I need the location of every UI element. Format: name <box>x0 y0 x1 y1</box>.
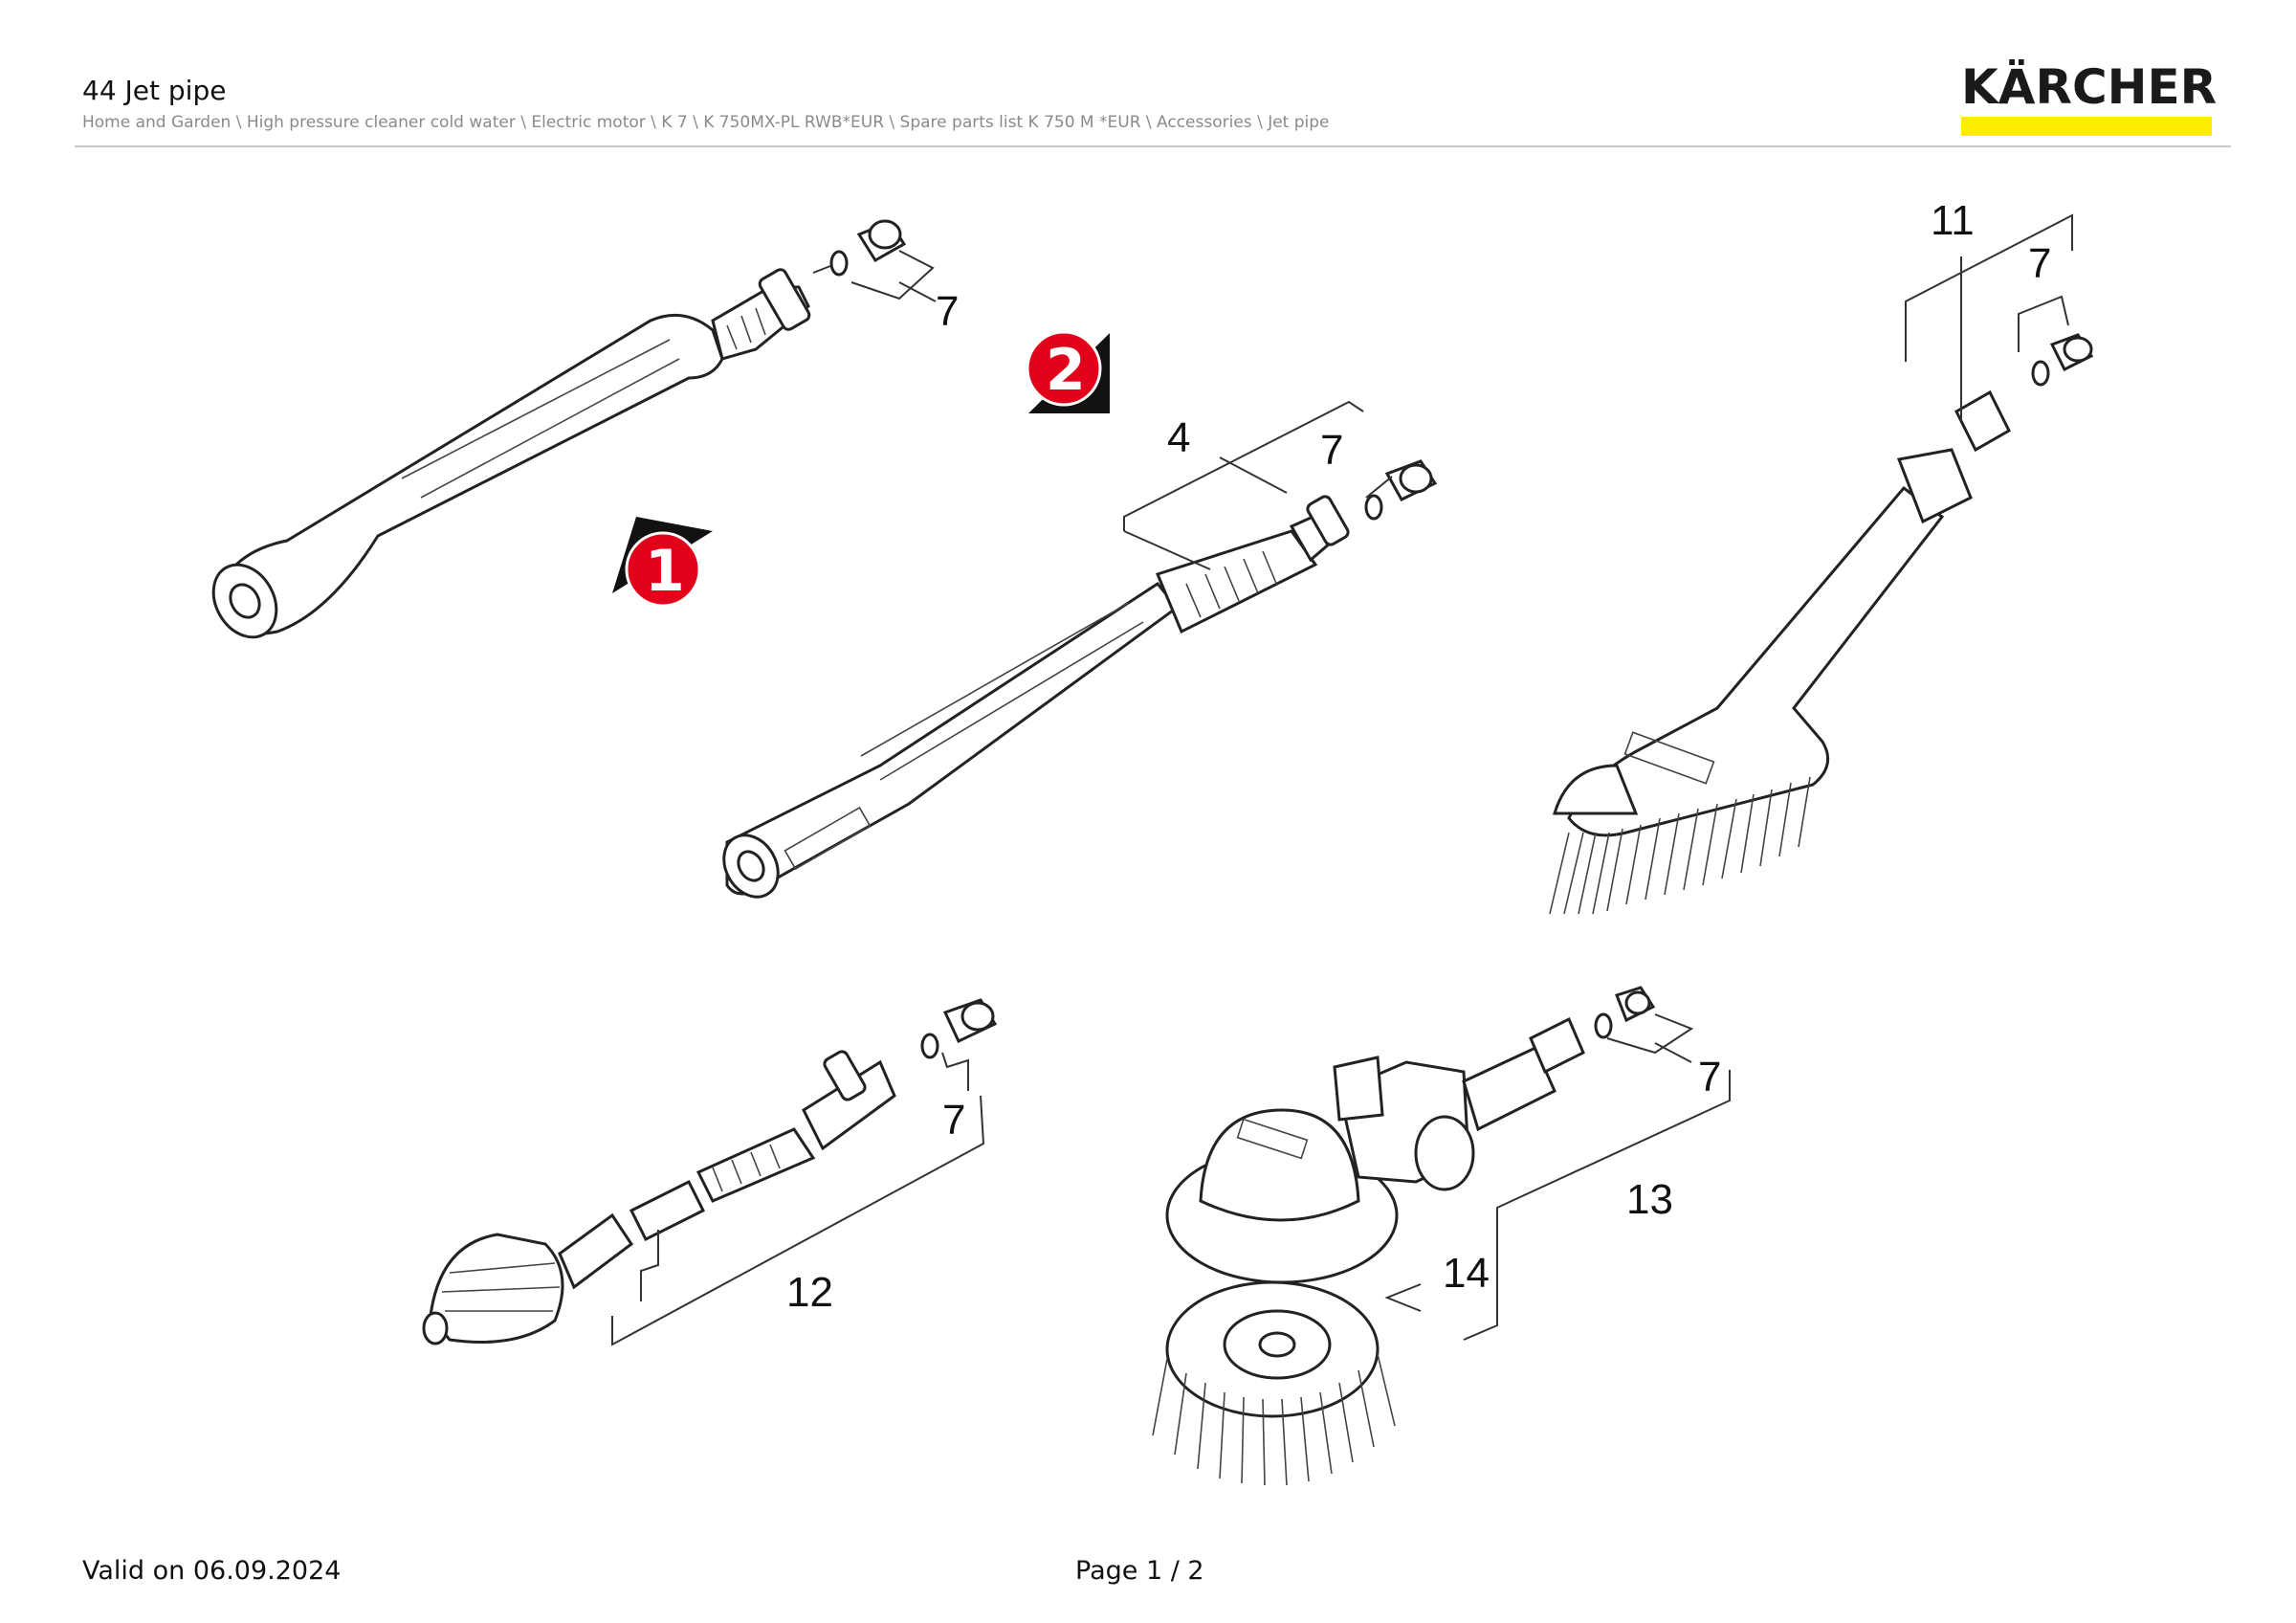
o-ring-nozzle-1 <box>812 219 907 277</box>
leader-7b <box>1365 476 1393 499</box>
logo-yellow-bar <box>1961 117 2212 136</box>
valid-date: Valid on 06.09.2024 <box>82 1556 342 1586</box>
callout-7d: 7 <box>942 1097 965 1144</box>
callout-7b: 7 <box>1320 427 1343 474</box>
o-ring-nozzle-4 <box>1364 459 1438 521</box>
callout-13: 13 <box>1626 1176 1673 1223</box>
leader-7e-tail <box>1654 1042 1692 1063</box>
callout-11: 11 <box>1931 197 1975 244</box>
leader-7c <box>2018 295 2069 352</box>
leader-7d <box>941 1052 969 1091</box>
page-title: 44 Jet pipe <box>82 75 227 106</box>
round-brush-head-14 <box>1152 1280 1396 1486</box>
leader-4-a <box>1123 530 1211 570</box>
variant-badge-1: 1 <box>612 517 713 608</box>
logo-text: KÄRCHER <box>1961 59 2218 115</box>
callout-7a: 7 <box>936 288 959 335</box>
leader-14 <box>1384 1283 1422 1312</box>
callout-7c: 7 <box>2028 240 2051 287</box>
o-ring-nozzle-11 <box>2031 333 2094 387</box>
leader-11 <box>1905 213 2073 362</box>
leader-4-b <box>1219 456 1288 494</box>
leader-13 <box>1463 1070 1731 1341</box>
badge-2-number: 2 <box>1046 337 1086 404</box>
jet-pipe-handle-4 <box>722 495 1350 899</box>
jet-pipe-handle-1 <box>211 268 811 639</box>
leader-4-top <box>1123 400 1364 531</box>
karcher-logo: KÄRCHER <box>1961 59 2218 136</box>
callout-14: 14 <box>1443 1250 1490 1297</box>
page-header: 44 Jet pipe Home and Garden \ High press… <box>82 75 2235 132</box>
wash-brush-11 <box>1549 389 2011 915</box>
page-indicator: Page 1 / 2 <box>1075 1556 1204 1586</box>
breadcrumb: Home and Garden \ High pressure cleaner … <box>82 112 1330 132</box>
variant-badge-2: 2 <box>1026 330 1110 413</box>
leader-7e <box>1606 1013 1694 1055</box>
rotating-wash-brush-13 <box>1165 1016 1585 1284</box>
header-divider <box>75 145 2231 147</box>
leader-7a-tail <box>898 281 937 302</box>
callout-12: 12 <box>786 1269 833 1316</box>
o-ring-nozzle-13 <box>1594 986 1656 1039</box>
callout-7e: 7 <box>1698 1054 1721 1101</box>
leader-7a <box>850 250 935 300</box>
leader-12 <box>611 1095 985 1346</box>
rotary-nozzle-12 <box>422 1050 896 1345</box>
callout-4: 4 <box>1167 414 1190 461</box>
leader-12-b <box>640 1230 659 1301</box>
badge-1-number: 1 <box>645 538 685 605</box>
o-ring-nozzle-12 <box>920 998 998 1059</box>
